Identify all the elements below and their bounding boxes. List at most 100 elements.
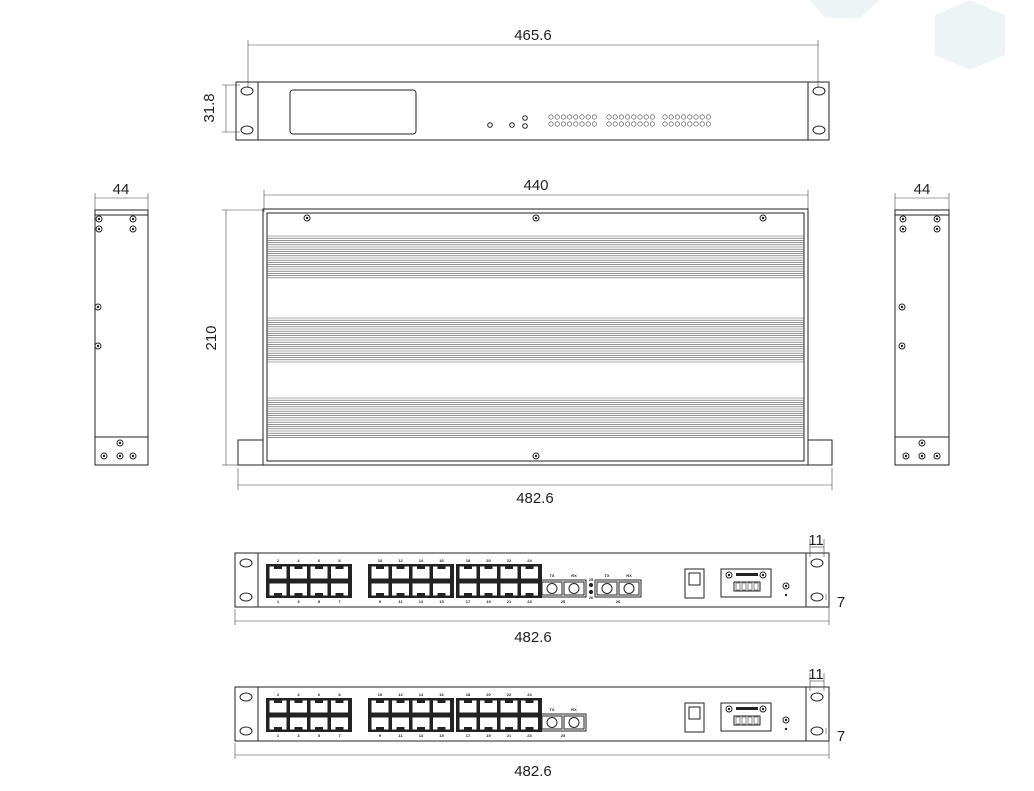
port-led — [662, 114, 668, 120]
port-number: 8 — [338, 558, 341, 563]
port-led — [579, 114, 585, 120]
screw-icon — [899, 215, 907, 223]
screw-center — [935, 454, 939, 458]
screw-center — [935, 217, 939, 221]
port-number: 4 — [297, 558, 300, 563]
port-latch — [525, 593, 534, 596]
port-latch — [315, 566, 323, 569]
dimension-rear-width: 482.6 — [514, 763, 552, 780]
port-latch — [274, 593, 282, 596]
screw-icon — [100, 452, 108, 460]
screw-center — [131, 454, 135, 458]
port-latch — [505, 700, 513, 703]
port-latch — [376, 727, 384, 730]
port-number: 12 — [398, 558, 403, 563]
screw-center — [131, 227, 135, 231]
port-led — [631, 121, 637, 127]
dimension-side-right: 44 — [914, 181, 931, 198]
screw-icon — [532, 214, 540, 222]
power-switch — [684, 702, 705, 733]
port-led — [591, 121, 597, 127]
port-latch — [464, 593, 472, 596]
screw-icon — [759, 214, 767, 222]
screw-icon — [94, 342, 102, 350]
port-latch — [417, 727, 425, 730]
mount-hole — [810, 692, 824, 702]
port-led — [548, 114, 554, 120]
side-panel — [94, 209, 149, 466]
port-number: 15 — [439, 599, 444, 604]
port-number: 21 — [507, 599, 512, 604]
port-led — [699, 121, 705, 127]
port-led — [637, 121, 643, 127]
mount-hole — [240, 125, 254, 135]
mount-hole — [239, 726, 253, 736]
fiber-tx-label: TX — [549, 573, 554, 578]
port-led — [573, 114, 579, 120]
terminal-pin — [753, 582, 759, 591]
port-led — [705, 114, 711, 120]
port-latch — [274, 566, 282, 569]
port-number: 22 — [507, 692, 512, 697]
side-panel — [894, 209, 950, 466]
port-number: 3 — [297, 733, 300, 738]
port-led — [693, 121, 699, 127]
port-number: 22 — [507, 558, 512, 563]
led-indicator — [522, 123, 528, 129]
port-latch — [437, 700, 446, 703]
mount-hole — [239, 692, 253, 702]
port-latch — [274, 727, 282, 730]
port-led — [705, 121, 711, 127]
screw-icon — [725, 571, 733, 579]
port-number: 23 — [527, 733, 532, 738]
screw-icon — [759, 705, 767, 713]
screw-icon — [95, 225, 103, 233]
screw-center — [534, 216, 538, 220]
port-number: 11 — [398, 599, 403, 604]
port-number: 21 — [507, 733, 512, 738]
background-hexagon — [810, 0, 880, 18]
fiber-port — [563, 581, 585, 596]
port-number: 11 — [398, 733, 403, 738]
port-led — [662, 121, 668, 127]
screw-center — [761, 707, 765, 711]
fiber-port-ring — [623, 583, 635, 594]
port-led — [625, 114, 631, 120]
terminal-connector — [733, 715, 761, 726]
port-led — [567, 121, 573, 127]
port-number: 8 — [338, 692, 341, 697]
port-latch — [417, 700, 425, 703]
screw-center — [305, 216, 309, 220]
bottom-view: 440 210 482.6 — [203, 177, 833, 507]
mount-hole — [812, 86, 826, 96]
screw-icon — [725, 705, 733, 713]
port-number: 16 — [439, 558, 444, 563]
dimension-top-width: 465.6 — [514, 27, 552, 44]
dimension-overall-width: 482.6 — [516, 490, 554, 507]
port-latch — [505, 593, 513, 596]
screw-icon — [902, 452, 910, 460]
port-number: 9 — [379, 599, 382, 604]
port-number: 6 — [318, 692, 321, 697]
port-led — [560, 114, 566, 120]
port-latch — [505, 727, 513, 730]
port-latch — [484, 593, 493, 596]
terminal-bar — [736, 707, 758, 710]
port-latch — [437, 727, 446, 730]
chassis-bottom — [262, 208, 809, 466]
port-led — [649, 121, 655, 127]
port-led — [612, 121, 618, 127]
terminal-pin — [753, 716, 759, 725]
screw-center — [102, 454, 106, 458]
fiber-port-ring — [568, 717, 580, 728]
port-latch — [294, 700, 303, 703]
port-led — [573, 121, 579, 127]
terminal-block — [720, 702, 772, 732]
screw-center — [118, 454, 122, 458]
dimension-hole: 7 — [837, 728, 845, 745]
dimension-side-left: 44 — [113, 181, 130, 198]
port-led — [591, 114, 597, 120]
port-led — [693, 114, 699, 120]
screw-icon — [933, 225, 941, 233]
